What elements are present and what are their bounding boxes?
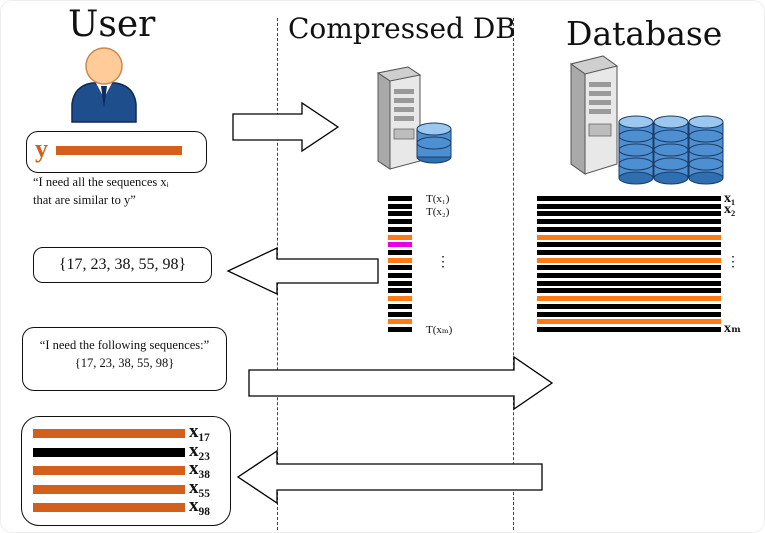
request-line-2: that are similar to y” — [33, 193, 136, 207]
compressed-label-first: T(x₁) — [426, 193, 450, 205]
database-sequence-bar — [537, 219, 721, 225]
database-sequence-bar — [537, 265, 721, 271]
returned-sequence-bar — [33, 447, 185, 457]
compressed-sequence-bar — [388, 257, 412, 263]
query-symbol: y — [35, 134, 48, 163]
user-avatar-icon — [71, 47, 137, 123]
compressed-sequence-bar — [388, 242, 412, 248]
database-sequence-bar — [537, 296, 721, 302]
database-sequence-bar — [537, 257, 721, 263]
arrow-database-to-user — [236, 449, 543, 505]
database-sequence-bar — [537, 311, 721, 317]
divider-right — [513, 18, 514, 530]
database-sequence-bar — [537, 326, 721, 332]
compressed-db-title: Compressed DB — [288, 12, 516, 45]
database-sequence-bar — [537, 242, 721, 248]
arrow-user-to-database — [248, 355, 554, 411]
arrow-compressed-to-user — [226, 246, 379, 296]
database-sequence-bar — [537, 288, 721, 294]
compressed-sequence-bar — [388, 234, 412, 240]
arrow-query-to-compressed — [232, 101, 340, 153]
compressed-sequence-bar — [388, 226, 412, 232]
database-sequence-bar — [537, 226, 721, 232]
database-label-second: x₂ — [724, 202, 736, 217]
compressed-label-second: T(x₂) — [426, 206, 450, 218]
database-sequence-bar — [537, 196, 721, 201]
database-title: Database — [566, 14, 723, 53]
database-label-first: x₁ — [724, 191, 736, 206]
returned-sequence-bar — [33, 503, 185, 512]
database-server-icon — [569, 55, 724, 185]
compressed-db-server-icon — [376, 66, 452, 170]
compressed-sequence-bar — [388, 211, 412, 217]
request2-line-2: {17, 23, 38, 55, 98} — [74, 356, 175, 370]
request-box: “I need the following sequences:” {17, 2… — [22, 327, 227, 391]
returned-sequence-label: x₁₇ — [189, 421, 210, 442]
compressed-sequence-bar — [388, 319, 412, 325]
database-sequence-list — [537, 196, 721, 336]
compressed-sequence-bar — [388, 311, 412, 317]
compressed-sequence-bar — [388, 249, 412, 255]
user-title: User — [68, 4, 156, 45]
returned-sequence-label: x₉₈ — [189, 495, 210, 516]
query-sequence-bar — [56, 146, 182, 155]
result-set-box: {17, 23, 38, 55, 98} — [33, 247, 212, 283]
compressed-sequence-bar — [388, 203, 412, 209]
request2-line-1: “I need the following sequences:” — [39, 338, 210, 352]
compressed-sequence-bar — [388, 296, 412, 302]
compressed-sequence-bar — [388, 196, 412, 201]
request-line-1: “I need all the sequences xᵢ — [33, 175, 169, 189]
compressed-sequence-bar — [388, 280, 412, 286]
compressed-sequence-bar — [388, 303, 412, 309]
compressed-sequence-bar — [388, 265, 412, 271]
returned-sequence-label: x₂₃ — [189, 439, 210, 461]
result-set-text: {17, 23, 38, 55, 98} — [58, 256, 187, 273]
database-sequence-bar — [537, 203, 721, 209]
returned-sequence-bar — [33, 484, 185, 494]
compressed-sequence-bar — [388, 219, 412, 225]
database-sequence-bar — [537, 280, 721, 286]
database-label-dots: ⋮ — [726, 255, 740, 270]
compressed-sequence-bar — [388, 273, 412, 278]
returned-sequence-bar — [33, 429, 185, 438]
returned-sequence-bar — [33, 466, 185, 475]
compressed-sequence-list — [388, 196, 412, 336]
database-sequence-bar — [537, 234, 721, 240]
compressed-label-last: T(xₘ) — [426, 324, 453, 336]
database-sequence-bar — [537, 249, 721, 255]
database-sequence-bar — [537, 211, 721, 217]
database-label-last: xₘ — [724, 321, 742, 336]
returned-sequence-label: x₅₅ — [189, 476, 210, 498]
compressed-sequence-bar — [388, 326, 412, 332]
query-box: y — [26, 131, 207, 173]
returned-sequence-label: x₃₈ — [189, 458, 210, 479]
compressed-sequence-bar — [388, 288, 412, 294]
database-sequence-bar — [537, 303, 721, 309]
database-sequence-bar — [537, 319, 721, 325]
database-sequence-bar — [537, 273, 721, 278]
compressed-label-dots: ⋮ — [436, 255, 450, 270]
